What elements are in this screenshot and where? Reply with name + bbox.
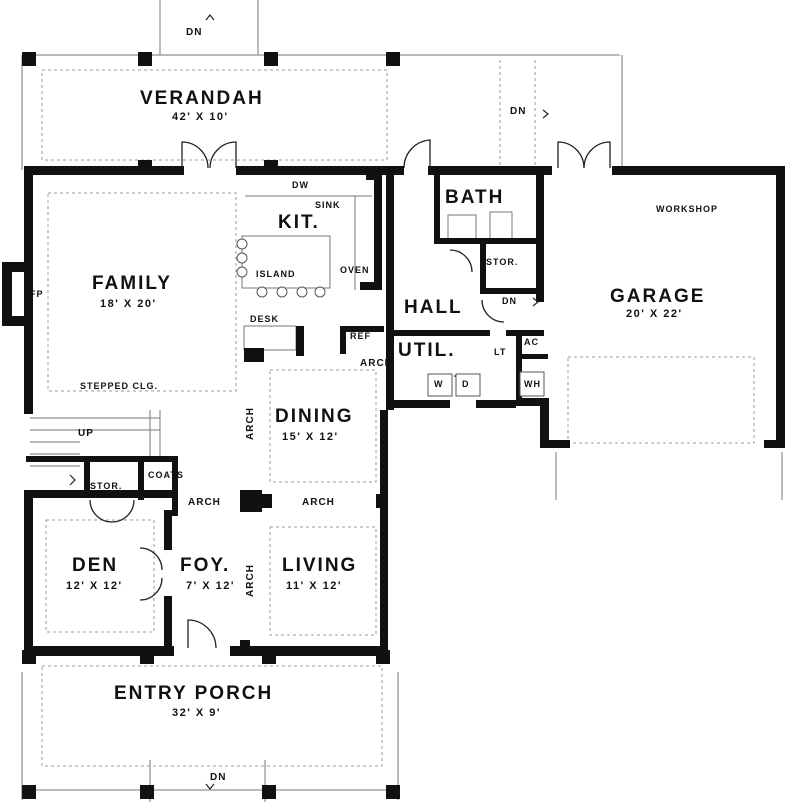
arrows [69, 14, 549, 790]
garage-name: GARAGE [610, 286, 706, 307]
oven-label: OVEN [340, 265, 370, 275]
verandah-stair-down-label: DN [186, 27, 203, 38]
dryer-label: D [462, 379, 470, 389]
family-name: FAMILY [92, 273, 172, 294]
washer-label: W [434, 379, 444, 389]
dining-living-arch-label: ARCH [302, 497, 335, 508]
family-stepped-ceiling-note: STEPPED CLG. [80, 381, 159, 391]
kitchen-dining-arch-label: ARCH [360, 358, 393, 369]
laundry-tub-label: LT [494, 347, 507, 357]
living-size: 11' X 12' [286, 580, 343, 592]
ac-label: AC [524, 337, 539, 347]
dining-size: 15' X 12' [282, 431, 339, 443]
porch-stair-down-label: DN [210, 772, 227, 783]
bath-storage-label: STOR. [486, 257, 519, 267]
garage-size: 20' X 22' [626, 308, 683, 320]
walls [2, 52, 785, 799]
bath-name: BATH [445, 187, 505, 208]
den-size: 12' X 12' [66, 580, 123, 592]
foyer-name: FOY. [180, 555, 231, 576]
family-dining-arch-label: ARCH [244, 407, 256, 440]
dashed-lines [41, 60, 755, 767]
entry-porch-name: ENTRY PORCH [114, 683, 274, 704]
entry-porch-size: 32' X 9' [172, 707, 222, 719]
stairs-up-label: UP [78, 428, 94, 439]
workshop-label: WORKSHOP [656, 204, 718, 214]
foyer-living-arch-label: ARCH [244, 564, 256, 597]
foyer-dining-arch-label: ARCH [188, 497, 221, 508]
hall-name: HALL [404, 297, 463, 318]
utility-name: UTIL. [398, 340, 456, 361]
den-name: DEN [72, 555, 119, 576]
kitchen-name: KIT. [278, 212, 320, 233]
fixtures [236, 238, 545, 397]
foyer-size: 7' X 12' [186, 580, 236, 592]
desk-label: DESK [250, 314, 280, 324]
family-size: 18' X 20' [100, 298, 157, 310]
fireplace-label: FP [30, 289, 44, 299]
storage-label: STOR. [90, 481, 123, 491]
thin-lines [21, 0, 783, 802]
island-label: ISLAND [256, 269, 296, 279]
refrigerator-label: REF [350, 331, 371, 341]
garage-side-down-label: DN [510, 106, 527, 117]
water-heater-label: WH [524, 379, 541, 389]
verandah-size: 42' X 10' [172, 111, 229, 123]
dishwasher-label: DW [292, 180, 309, 190]
coats-closet-label: COATS [148, 470, 184, 480]
sink-label: SINK [315, 200, 341, 210]
hall-down-label: DN [502, 296, 517, 306]
living-name: LIVING [282, 555, 358, 576]
dining-name: DINING [275, 406, 354, 427]
verandah-name: VERANDAH [140, 88, 264, 109]
